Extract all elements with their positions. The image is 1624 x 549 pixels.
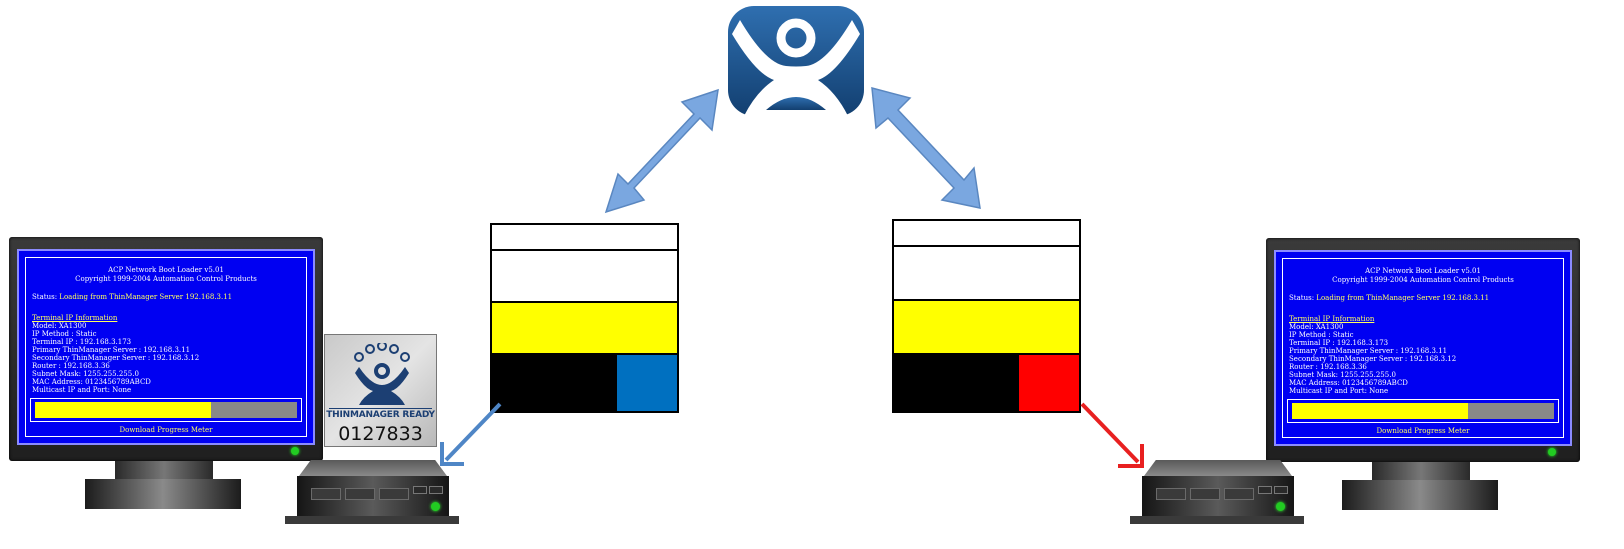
progress-caption: Download Progress Meter [119,426,213,434]
left-stack-blue-block [617,355,677,411]
badge-divider [329,408,432,409]
boot-section-title: Terminal IP Information [1289,315,1375,323]
boot-info-line: Router : 192.168.3.36 [1289,363,1367,371]
boot-info-line: Secondary ThinManager Server : 192.168.3… [32,354,200,362]
left-monitor: ACP Network Boot Loader v5.01 Copyright … [9,237,329,513]
boot-status-value: Loading from ThinManager Server 192.168.… [59,293,233,301]
progress-fill [1292,403,1468,419]
boot-info-line: IP Method : Static [1289,331,1354,339]
right-block-stack [892,219,1081,413]
monitor-bezel: ACP Network Boot Loader v5.01 Copyright … [9,237,323,461]
left-thin-client [285,460,461,530]
download-progress-meter [1287,399,1559,423]
thin-client-foot [285,516,459,524]
right-monitor: ACP Network Boot Loader v5.01 Copyright … [1266,238,1586,514]
port-icon [413,486,427,494]
boot-header-line2: Copyright 1999-2004 Automation Control P… [1332,276,1514,284]
boot-screen: ACP Network Boot Loader v5.01 Copyright … [1274,250,1572,446]
boot-info-line: MAC Address: 0123456789ABCD [32,378,151,386]
boot-section-title: Terminal IP Information [32,314,118,322]
thinmanager-logo-icon [728,6,864,116]
boot-info-line: Multicast IP and Port: None [32,386,132,394]
boot-status-value: Loading from ThinManager Server 192.168.… [1316,294,1490,302]
boot-info-line: Primary ThinManager Server : 192.168.3.1… [1289,347,1448,355]
drive-slot [1156,488,1186,500]
thin-client-top [1144,460,1292,476]
boot-info-line: MAC Address: 0123456789ABCD [1289,379,1408,387]
monitor-stand-neck [1372,462,1470,484]
thin-client-body [297,476,449,516]
monitor-stand-base [85,479,241,509]
boot-info-line: Model: XA1300 [32,322,87,330]
right-stack-yellow-block [894,301,1079,355]
left-double-arrow [604,88,719,214]
left-stack-top-block [492,225,677,251]
right-stack-black-block [894,355,1019,411]
boot-info-line: Subnet Mask: 1255.255.255.0 [1289,371,1396,379]
drive-slot [311,488,341,500]
power-led-icon [431,502,440,511]
boot-header-line2: Copyright 1999-2004 Automation Control P… [75,275,257,283]
boot-header-line1: ACP Network Boot Loader v5.01 [108,266,224,274]
thin-client-body [1142,476,1294,516]
boot-info-line: Secondary ThinManager Server : 192.168.3… [1289,355,1457,363]
boot-screen: ACP Network Boot Loader v5.01 Copyright … [17,249,315,445]
boot-info-line: IP Method : Static [32,330,97,338]
left-stack-black-block [492,355,617,411]
monitor-stand-base [1342,480,1498,510]
badge-title: THINMANAGER READY [326,410,435,420]
port-icon [1258,486,1272,494]
right-stack-top-block [894,221,1079,247]
right-thin-client [1130,460,1306,530]
right-connector-arrow [1080,402,1144,468]
boot-info-line: Terminal IP : 192.168.3.173 [1289,339,1389,347]
thin-client-foot [1130,516,1304,524]
left-stack-white-block [492,251,677,303]
monitor-bezel: ACP Network Boot Loader v5.01 Copyright … [1266,238,1580,462]
left-stack-yellow-block [492,303,677,355]
boot-info-line: Router : 192.168.3.36 [32,362,110,370]
drive-slot [1190,488,1220,500]
left-connector-arrow [440,402,502,466]
download-progress-meter [30,398,302,422]
port-icon [1274,486,1288,494]
progress-caption: Download Progress Meter [1376,427,1470,435]
boot-info-line: Primary ThinManager Server : 192.168.3.1… [32,346,191,354]
badge-number: 0127833 [338,423,423,445]
progress-fill [35,402,211,418]
right-stack-red-block [1019,355,1079,411]
monitor-power-led [291,447,299,455]
boot-header-line1: ACP Network Boot Loader v5.01 [1365,267,1481,275]
port-icon [429,486,443,494]
boot-info-line: Multicast IP and Port: None [1289,387,1389,395]
boot-info-line: Subnet Mask: 1255.255.255.0 [32,370,139,378]
thin-client-top [299,460,447,476]
thinmanager-figure-icon [354,343,410,405]
left-block-stack [490,223,679,413]
boot-status-label: Status: [1289,294,1315,302]
drive-slot [379,488,409,500]
drive-slot [345,488,375,500]
right-double-arrow [871,86,981,209]
right-stack-white-block [894,247,1079,301]
thinmanager-ready-badge: THINMANAGER READY 0127833 [324,334,437,447]
boot-info-line: Terminal IP : 192.168.3.173 [32,338,132,346]
power-led-icon [1276,502,1285,511]
monitor-stand-neck [115,461,213,483]
drive-slot [1224,488,1254,500]
boot-info-line: Model: XA1300 [1289,323,1344,331]
boot-status-label: Status: [32,293,58,301]
monitor-power-led [1548,448,1556,456]
